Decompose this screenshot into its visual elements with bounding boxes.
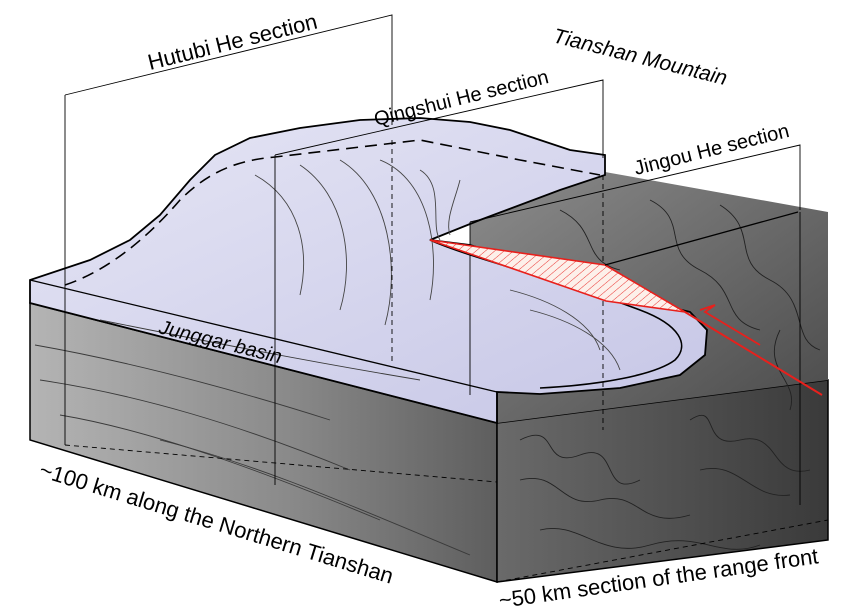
fault-trace [684,311,823,396]
section-lines [64,14,829,583]
basin-surface [29,117,708,425]
slab-edge-line [29,279,498,393]
fault-arrow [699,304,761,346]
dashed-horizon [64,139,601,286]
label-hutubi: Hutubi He section [145,9,320,75]
label-jingou: Jingou He section [632,120,792,180]
right-face-folds [519,199,821,550]
fault-secondary-line [604,211,799,266]
right-front-face [496,379,829,583]
label-tianshan: Tianshan Mountain [551,25,730,90]
surface-bedding-lines [254,159,621,371]
left-face-bedding [34,319,471,556]
